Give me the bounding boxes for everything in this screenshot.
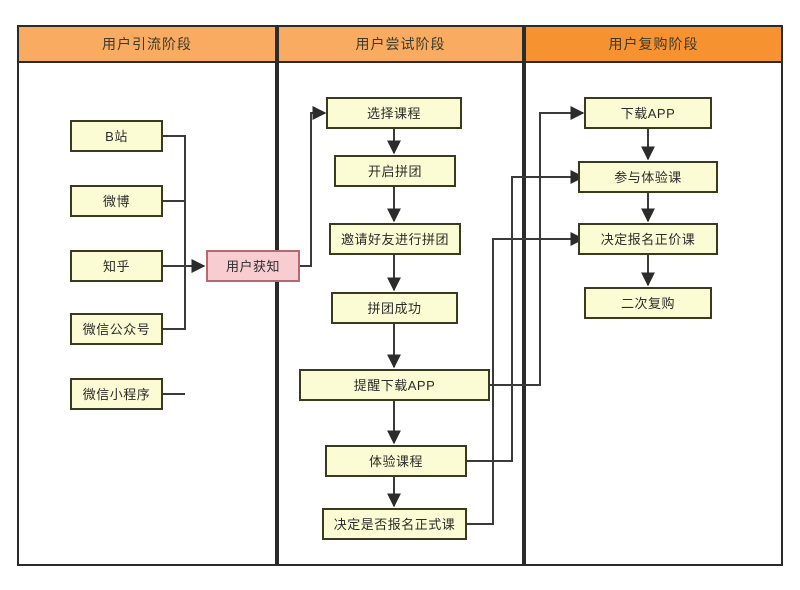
node-select-course[interactable]: 选择课程 <box>326 97 462 129</box>
lane-body-acquisition <box>17 63 277 566</box>
edge-user-aware-to-select-course <box>300 106 327 267</box>
lane-header-repurchase: 用户复购阶段 <box>524 25 783 63</box>
node-second-repurchase-label: 二次复购 <box>620 295 675 311</box>
node-invite-friends[interactable]: 邀请好友进行拼团 <box>329 223 461 255</box>
node-invite-friends-label: 邀请好友进行拼团 <box>340 231 449 247</box>
node-wechat-official[interactable]: 微信公众号 <box>70 313 163 345</box>
node-remind-download-app[interactable]: 提醒下载APP <box>299 369 490 401</box>
node-zhihu-label: 知乎 <box>102 258 130 274</box>
node-decide-enroll-formal[interactable]: 决定是否报名正式课 <box>322 508 467 540</box>
node-bilibili-label: B站 <box>105 128 128 144</box>
node-join-trial-class-label: 参与体验课 <box>614 169 682 185</box>
edge-decide-to-enroll-full <box>467 232 585 525</box>
node-decide-enroll-full-price[interactable]: 决定报名正价课 <box>578 223 718 255</box>
node-decide-enroll-formal-label: 决定是否报名正式课 <box>333 516 456 532</box>
node-trial-course[interactable]: 体验课程 <box>325 445 467 477</box>
lane-header-repurchase-label: 用户复购阶段 <box>608 36 699 52</box>
node-download-app[interactable]: 下载APP <box>584 97 712 129</box>
lane-header-trial-label: 用户尝试阶段 <box>355 36 446 52</box>
node-weibo[interactable]: 微博 <box>70 185 163 217</box>
node-select-course-label: 选择课程 <box>366 105 421 121</box>
node-trial-course-label: 体验课程 <box>368 453 423 469</box>
edge-remind-to-download-app <box>490 106 585 386</box>
node-weibo-label: 微博 <box>102 193 130 209</box>
node-wechat-miniprogram-label: 微信小程序 <box>82 386 151 402</box>
edge-trial-to-join-trial-class <box>467 170 585 462</box>
node-wechat-miniprogram[interactable]: 微信小程序 <box>70 378 163 410</box>
edge-wechat-official-to-bus <box>163 265 186 330</box>
node-start-group[interactable]: 开启拼团 <box>334 155 456 187</box>
node-zhihu[interactable]: 知乎 <box>70 250 163 282</box>
lane-header-trial: 用户尝试阶段 <box>277 25 524 63</box>
node-user-aware-label: 用户获知 <box>225 258 280 274</box>
node-group-success[interactable]: 拼团成功 <box>331 292 458 324</box>
node-start-group-label: 开启拼团 <box>367 163 422 179</box>
node-decide-enroll-full-price-label: 决定报名正价课 <box>600 231 696 247</box>
lane-body-trial <box>277 63 524 566</box>
node-group-success-label: 拼团成功 <box>367 300 422 316</box>
node-remind-download-app-label: 提醒下载APP <box>353 377 436 393</box>
node-download-app-label: 下载APP <box>620 105 676 121</box>
lane-header-acquisition-label: 用户引流阶段 <box>102 36 192 52</box>
node-wechat-official-label: 微信公众号 <box>82 321 151 337</box>
node-join-trial-class[interactable]: 参与体验课 <box>578 161 718 193</box>
node-user-aware[interactable]: 用户获知 <box>206 250 300 282</box>
node-bilibili[interactable]: B站 <box>70 120 163 152</box>
lane-header-acquisition: 用户引流阶段 <box>17 25 277 63</box>
node-second-repurchase[interactable]: 二次复购 <box>584 287 712 319</box>
lane-body-repurchase <box>524 63 783 566</box>
edge-bilibili-to-bus <box>163 135 186 265</box>
